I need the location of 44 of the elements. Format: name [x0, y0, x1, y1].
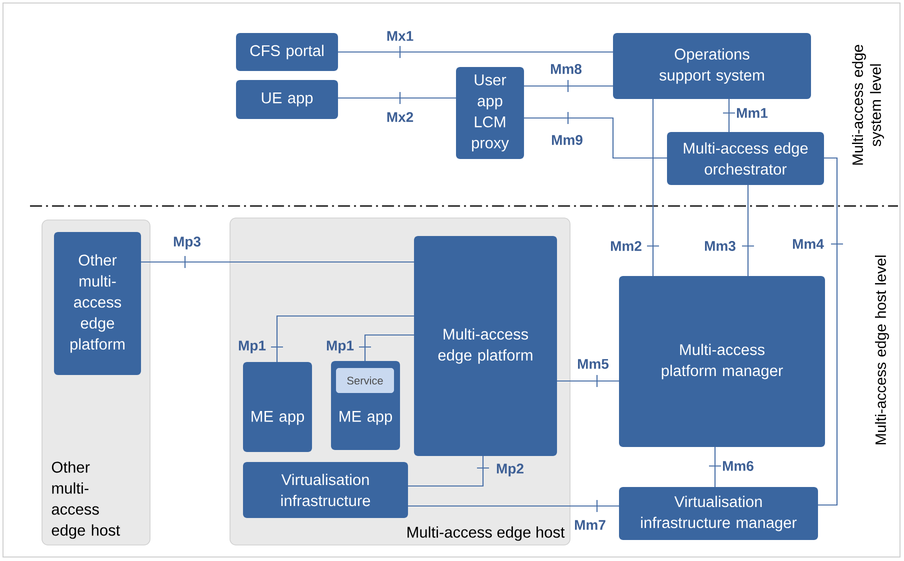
level-label: Multi-access edge system level — [852, 44, 884, 165]
function-box: Virtualisation infrastructure — [243, 462, 408, 518]
function-box: Multi-access edge platform — [414, 236, 557, 456]
interface-line — [817, 157, 844, 506]
interface-line — [741, 184, 755, 277]
interface-line — [407, 455, 490, 487]
edge-label: Mm7 — [573, 519, 607, 531]
function-box: ME app — [243, 362, 312, 452]
edge-label: Mm1 — [735, 107, 769, 119]
function-box: CFS portal — [236, 33, 338, 71]
interface-line — [523, 111, 668, 159]
level-label: Multi-access edge host level — [875, 256, 889, 444]
service-box: Service — [336, 368, 394, 393]
interface-line — [646, 98, 660, 277]
function-box: Operations support system — [613, 33, 811, 99]
function-box: Virtualisation infrastructure manager — [619, 487, 818, 540]
interface-line — [556, 374, 620, 388]
edge-label: Mm5 — [576, 358, 610, 370]
edge-label: Mp2 — [495, 462, 525, 478]
interface-line — [407, 499, 620, 513]
function-box: UE app — [236, 80, 338, 119]
edge-label: Mp1 — [237, 340, 267, 354]
interface-line — [722, 98, 736, 133]
edge-label: Mp1 — [325, 340, 355, 354]
edge-label: Mm6 — [721, 460, 755, 472]
interface-line — [523, 79, 614, 93]
interface-line — [140, 255, 415, 269]
interface-line — [270, 315, 415, 363]
edge-label: Mx1 — [385, 30, 415, 42]
interface-line — [337, 45, 614, 59]
interface-line — [337, 91, 457, 105]
edge-label: Mm3 — [703, 240, 737, 252]
interface-line — [708, 446, 722, 488]
edge-label: Mp3 — [172, 236, 202, 250]
function-box: Other multi-access edge platform — [54, 232, 141, 375]
function-box: Multi-access platform manager — [619, 276, 825, 447]
edge-label: Mm9 — [550, 134, 584, 146]
function-box: Multi-access edge orchestrator — [667, 132, 824, 185]
interface-line — [358, 334, 415, 362]
edge-label: Mm4 — [791, 238, 825, 250]
function-box: User app LCM proxy — [456, 67, 524, 159]
edge-label: Mm2 — [609, 240, 643, 252]
edge-label: Mx2 — [385, 111, 415, 123]
edge-label: Mm8 — [549, 63, 583, 75]
